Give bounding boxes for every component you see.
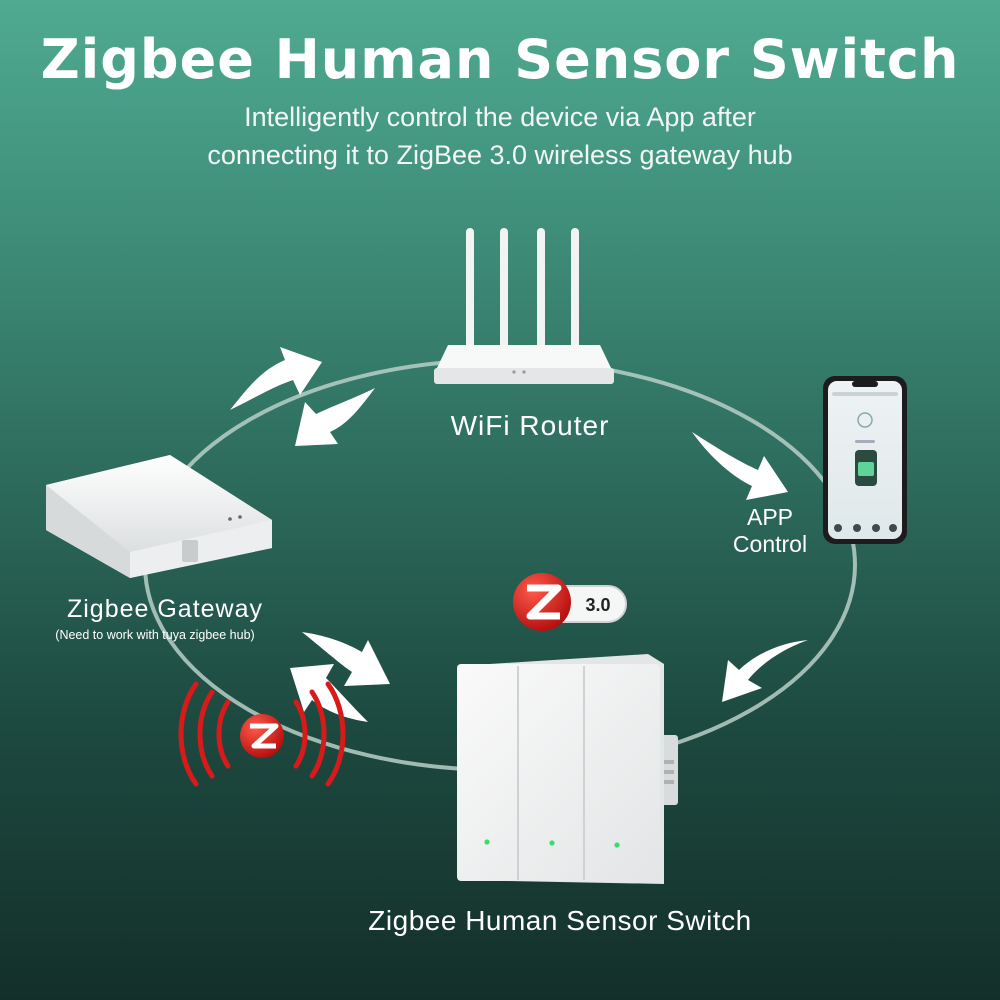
page-subtitle: Intelligently control the device via App… [100,98,900,174]
flow-arrows [230,347,808,722]
gateway-label: Zigbee Gateway [66,595,264,623]
wall-switch-icon [457,654,678,884]
switch-label: Zigbee Human Sensor Switch [368,905,752,936]
subtitle-line-2: connecting it to ZigBee 3.0 wireless gat… [207,140,793,170]
page-title: Zigbee Human Sensor Switch [40,28,960,91]
arrow-gateway-to-switch [302,632,390,686]
arrow-switch-to-gateway [290,664,368,722]
gateway-note: (Need to work with tuya zigbee hub) [55,628,255,642]
zigbee-3-badge: 3.0 [513,573,627,631]
arrow-gateway-to-router [230,347,322,410]
app-label-line-1: APP [746,504,794,530]
arrow-router-to-gateway [295,388,375,446]
zigbee-signal-icon [178,681,346,787]
arrow-app-to-switch [722,640,808,702]
badge-version: 3.0 [585,595,610,615]
arrow-router-to-app [692,432,788,500]
smartphone-icon [823,376,907,544]
router-label: WiFi Router [450,410,610,441]
app-control-label: APP Control [700,504,840,558]
wifi-router-icon [434,228,614,384]
subtitle-line-1: Intelligently control the device via App… [244,102,756,132]
app-label-line-2: Control [732,531,808,557]
zigbee-gateway-icon [46,455,272,578]
